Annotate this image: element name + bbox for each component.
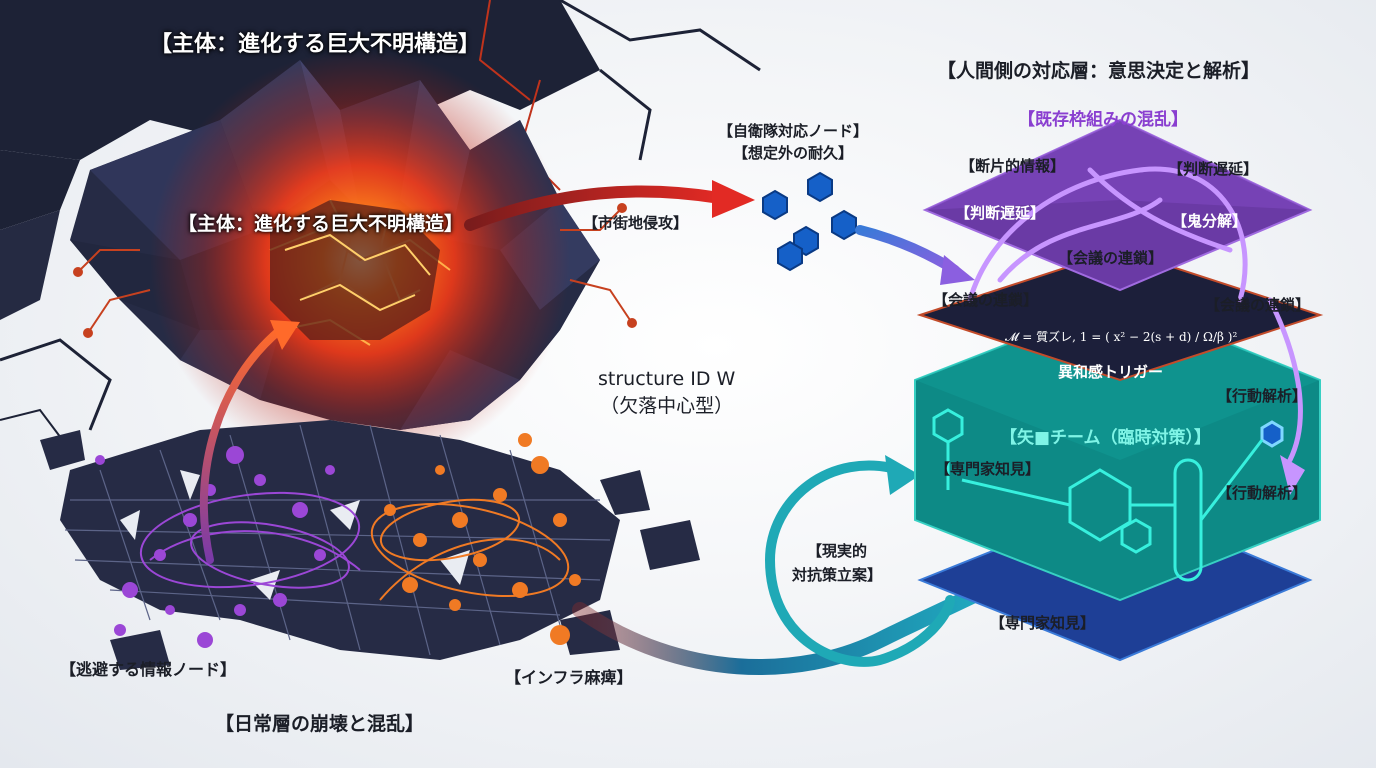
cracked-grid-floor <box>40 420 700 670</box>
realistic-line1: 【現実的 <box>807 542 868 560</box>
purple-nodes <box>95 446 335 648</box>
label-action-analysis-upper: 【行動解析】 <box>1217 387 1308 405</box>
label-fragment-info: 【断片的情報】 <box>960 157 1066 175</box>
blue-arrow-head <box>940 255 975 285</box>
label-sdf-node: 【自衛隊対応ノード】 【想定外の耐久】 <box>718 122 868 162</box>
sdf-node-line1: 【自衛隊対応ノード】 <box>718 122 869 140</box>
upward-arrow <box>199 326 284 564</box>
red-arrow-to-sdf <box>464 185 726 231</box>
label-meeting-chain-center: 【会議の連鎖】 <box>1058 249 1164 267</box>
red-arrow-head <box>712 180 755 218</box>
purple-node-swirl <box>139 491 361 589</box>
sdf-node-line2: 【想定外の耐久】 <box>733 144 854 162</box>
label-meeting-chain-left: 【会議の連鎖】 <box>933 291 1039 309</box>
formula: 𝓜 = 質ズレ, 1 = ( x² − 2(s + d) / Ω/β )² <box>1005 330 1238 344</box>
realistic-line2: 対抗策立案】 <box>792 566 883 584</box>
title-core: 【主体：進化する巨大不明構造】 <box>178 213 464 235</box>
label-city-attack: 【市街地侵攻】 <box>583 214 689 232</box>
team-hexes <box>932 408 1284 582</box>
label-structure-id: structure ID W （欠落中心型） <box>598 368 735 418</box>
label-judgment-delay-right: 【判断遅延】 <box>1168 160 1259 178</box>
loop-arrow <box>764 460 955 667</box>
structure-id-line2: （欠落中心型） <box>600 394 734 417</box>
label-division: 【⿁分解】 <box>1172 212 1248 230</box>
upward-arrow-head <box>270 320 300 350</box>
orange-nodes <box>384 433 581 645</box>
label-action-analysis-lower: 【行動解析】 <box>1217 484 1308 502</box>
label-escape-nodes: 【逃避する情報ノード】 <box>60 660 237 679</box>
sdf-hex-cluster <box>762 171 857 272</box>
structure-id-line1: structure ID W <box>598 368 736 390</box>
label-team-title: 【矢■チーム（臨時対策）】 <box>1000 428 1212 448</box>
tangled-paths <box>967 166 1303 463</box>
label-top-layer: 【既存枠組みの混乱】 <box>1018 110 1188 130</box>
blue-arrow-to-layers <box>855 225 960 275</box>
right-header: 【人間側の対応層：意思決定と解析】 <box>937 60 1261 82</box>
label-meeting-chain-right: 【会議の連鎖】 <box>1205 296 1311 314</box>
label-expert-lower: 【専門家知見】 <box>990 614 1096 632</box>
label-expert-upper: 【専門家知見】 <box>935 460 1041 478</box>
circuit-traces <box>73 203 637 338</box>
tangled-arrow-head <box>1280 455 1305 495</box>
label-realistic: 【現実的 対抗策立案】 <box>792 542 882 584</box>
core-rock <box>270 200 440 340</box>
label-judgment-delay-left: 【判断遅延】 <box>955 204 1046 222</box>
orange-node-swirl <box>370 498 570 601</box>
label-infra: 【インフラ麻痺】 <box>505 668 633 687</box>
label-trigger: 異和感トリガー <box>1058 363 1164 381</box>
label-daily-collapse: 【日常層の崩壊と混乱】 <box>215 713 425 735</box>
loop-arrow-head <box>885 455 920 495</box>
title-top: 【主体：進化する巨大不明構造】 <box>150 32 481 57</box>
